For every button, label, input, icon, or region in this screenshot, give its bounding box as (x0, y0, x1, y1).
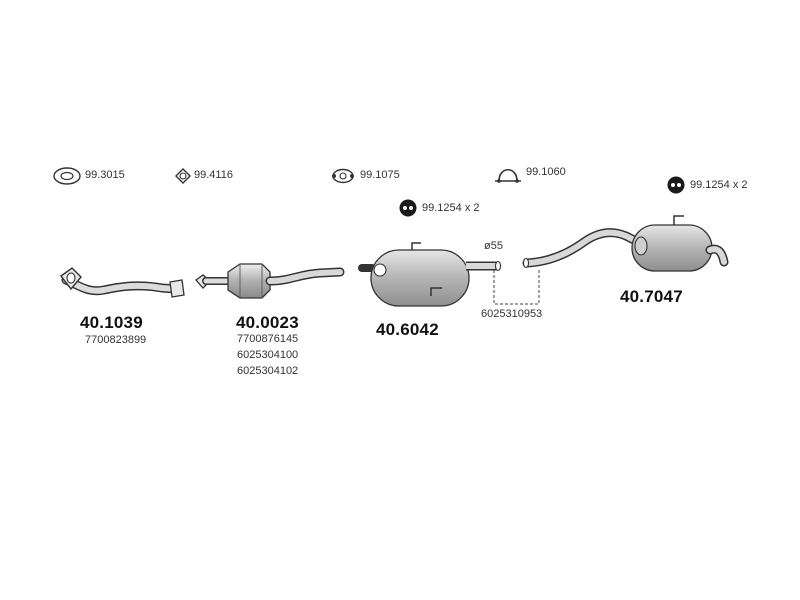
center-muffler-drawing (358, 242, 502, 307)
rear-muffler-drawing (522, 215, 729, 272)
part-number-center-muffler: 40.6042 (376, 320, 439, 339)
accessory-code-99-1075: 99.1075 (360, 169, 400, 181)
part-number-catalyst: 40.0023 (236, 313, 299, 332)
oe-number-catalyst-1: 7700876145 (237, 333, 299, 345)
catalyst-drawing (195, 263, 345, 299)
accessory-code-99-1254-rear: 99.1254 x 2 (690, 179, 748, 191)
accessory-code-99-4116: 99.4116 (194, 169, 233, 181)
rubber-hanger-icon (667, 176, 685, 194)
oe-number-front-pipe: 7700823899 (85, 334, 147, 346)
pipe-clamp-icon (495, 168, 521, 183)
oe-number-connector: 6025310953 (481, 308, 543, 320)
pipe-diameter-label: ø55 (484, 240, 503, 252)
accessory-code-99-3015: 99.3015 (85, 169, 125, 181)
front-pipe-drawing (60, 267, 185, 298)
part-number-rear-muffler: 40.7047 (620, 287, 683, 306)
connector-dashed-outline (493, 268, 540, 305)
flange-gasket-icon (332, 168, 354, 184)
oval-gasket-icon (175, 168, 191, 184)
oe-number-catalyst-3: 6025304102 (237, 365, 299, 377)
gasket-ring-icon (53, 167, 81, 185)
accessory-code-99-1254-center: 99.1254 x 2 (422, 202, 480, 214)
part-number-front-pipe: 40.1039 (80, 313, 143, 332)
rubber-hanger-icon (399, 199, 417, 217)
oe-number-catalyst-2: 6025304100 (237, 349, 299, 361)
accessory-code-99-1060: 99.1060 (526, 166, 566, 178)
